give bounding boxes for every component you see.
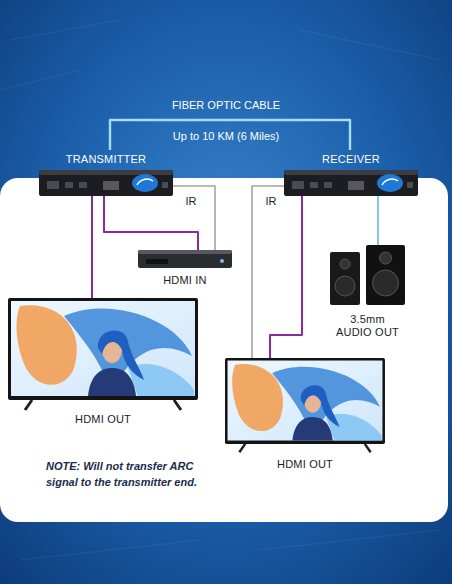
device-box: TRANSMITTER xyxy=(39,150,173,196)
player-light xyxy=(220,259,224,263)
speaker-cabinet xyxy=(330,252,360,305)
device-label: HDMI IN xyxy=(163,274,207,287)
device-box: 3.5mm AUDIO OUT xyxy=(330,245,405,339)
speaker-tweeter xyxy=(380,252,392,264)
device-box: RECEIVER xyxy=(284,150,418,196)
device-label: HDMI OUT xyxy=(277,458,333,471)
player-body xyxy=(138,250,232,268)
device-area xyxy=(39,170,173,196)
device-area xyxy=(8,298,198,410)
edge-label-holder: FIBER OPTIC CABLE xyxy=(170,99,282,112)
speaker-woofer xyxy=(335,276,355,296)
cable-line xyxy=(91,196,93,298)
device-area xyxy=(138,250,232,268)
speaker-woofer xyxy=(373,270,399,296)
device-area xyxy=(330,245,405,305)
receiver-unit xyxy=(284,170,418,196)
player-display xyxy=(146,259,168,264)
cable-label: IR xyxy=(264,195,279,208)
speaker xyxy=(366,245,405,305)
device-label: 3.5mm AUDIO OUT xyxy=(335,313,401,339)
television-left xyxy=(8,298,198,410)
cable-line xyxy=(377,196,379,245)
white-panel xyxy=(0,178,448,522)
transmitter-unit xyxy=(39,170,173,196)
cable-line xyxy=(173,186,215,250)
edge-label-holder: IR xyxy=(184,195,199,208)
speaker-tweeter xyxy=(340,259,350,269)
text-holder: NOTE: Will not transfer ARC signal to th… xyxy=(46,458,226,490)
media-player xyxy=(138,250,232,268)
device-area xyxy=(284,170,418,196)
cable-line xyxy=(252,186,284,358)
device-label: TRANSMITTER xyxy=(66,153,146,166)
cable-label: FIBER OPTIC CABLE xyxy=(170,99,282,112)
speaker xyxy=(330,252,360,305)
note-text: NOTE: Will not transfer ARC signal to th… xyxy=(46,458,226,490)
device-label: RECEIVER xyxy=(322,153,380,166)
player-top xyxy=(138,250,232,254)
distance-label: Up to 10 KM (6 Miles) xyxy=(173,130,279,143)
edge-label-holder: IR xyxy=(264,195,279,208)
device-box: HDMI OUT xyxy=(225,358,385,471)
device-label: HDMI OUT xyxy=(75,413,131,426)
device-box: HDMI OUT xyxy=(8,298,198,426)
speaker-cabinet xyxy=(366,245,405,305)
cable-line xyxy=(270,196,302,358)
text-holder: Up to 10 KM (6 Miles) xyxy=(173,130,279,143)
cable-line xyxy=(110,120,350,150)
cable-label: IR xyxy=(184,195,199,208)
television-right xyxy=(225,358,385,452)
device-area xyxy=(225,358,385,452)
device-box: HDMI IN xyxy=(138,250,232,287)
